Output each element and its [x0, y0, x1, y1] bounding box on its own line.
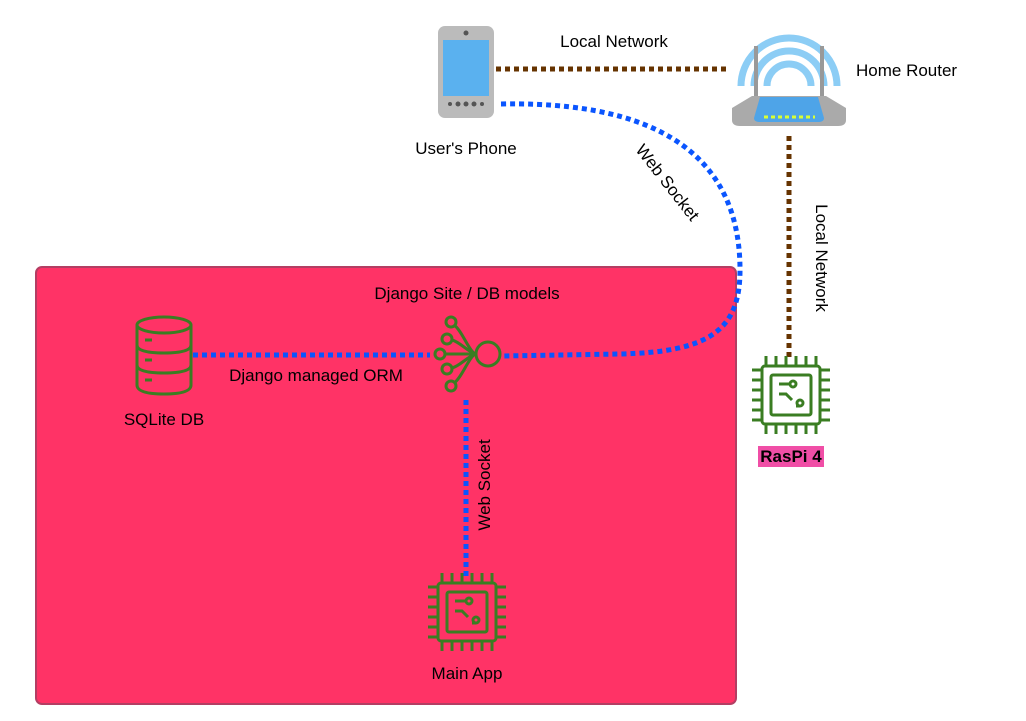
chip-icon [752, 356, 830, 434]
node-label-phone: User's Phone [415, 139, 517, 158]
edge-label-django-main: Web Socket [475, 439, 494, 531]
edge-label-sqlite-django: Django managed ORM [229, 366, 403, 385]
node-django[interactable]: Django Site / DB models [374, 284, 560, 393]
container-box[interactable] [35, 266, 737, 705]
node-sqlite[interactable]: SQLite DB [124, 315, 204, 429]
database-icon [135, 315, 193, 396]
wifi-router-icon [732, 34, 846, 126]
raspi-label-badge [758, 446, 824, 467]
chip-icon [428, 573, 506, 651]
edge-label-router-raspi: Local Network [812, 204, 831, 312]
node-main-app[interactable]: Main App [428, 573, 506, 683]
node-label-raspi: RasPi 4 [760, 447, 822, 466]
node-label-main-app: Main App [432, 664, 503, 683]
smartphone-icon [438, 26, 494, 118]
node-label-django: Django Site / DB models [374, 284, 559, 303]
hub-icon [433, 315, 502, 393]
node-router[interactable]: Home Router [732, 34, 957, 126]
node-label-sqlite: SQLite DB [124, 410, 204, 429]
node-label-router: Home Router [856, 61, 957, 80]
edge-label-phone-router: Local Network [560, 32, 668, 51]
node-phone[interactable]: User's Phone [415, 26, 517, 158]
node-raspi[interactable]: RasPi 4 [752, 356, 830, 467]
